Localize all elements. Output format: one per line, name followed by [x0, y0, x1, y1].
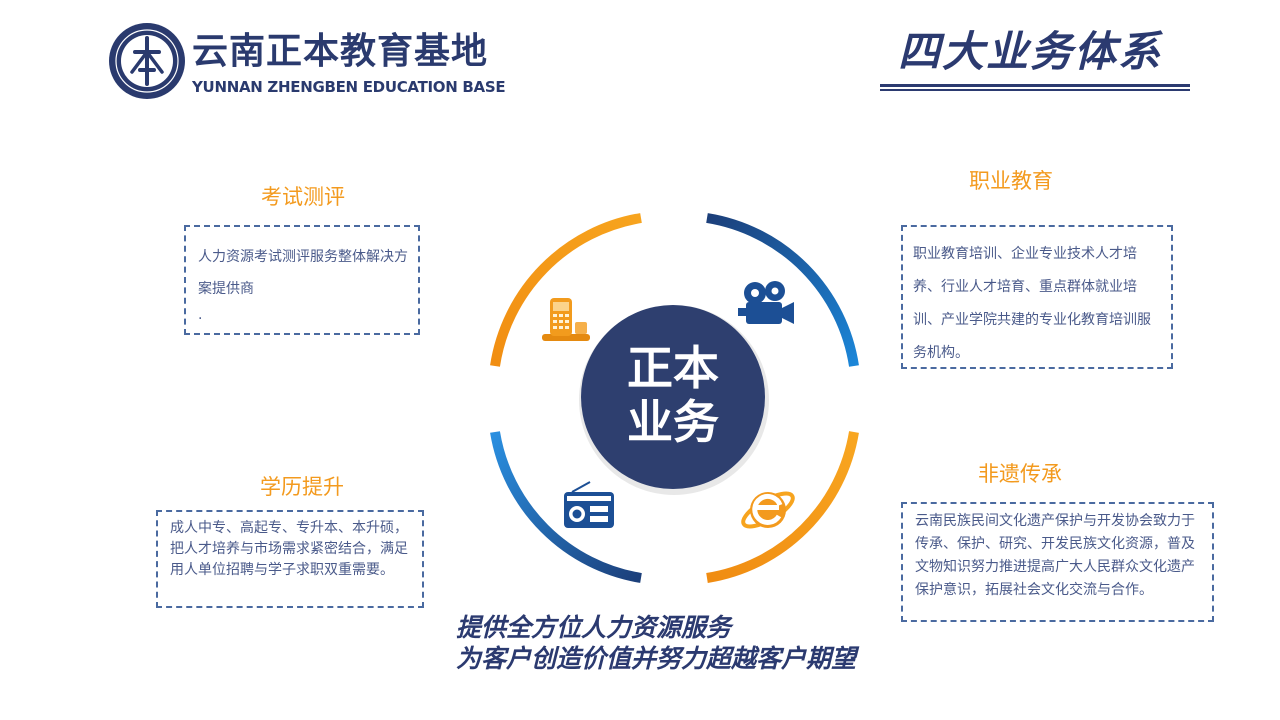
exam-arc — [490, 213, 642, 367]
exam-description-box: 人力资源考试测评服务整体解决方案提供商 . — [184, 225, 420, 335]
logo-seal-icon — [109, 23, 185, 99]
logo: 云南正本教育基地 YUNNAN ZHENGBEN EDUCATION BASE — [108, 22, 508, 102]
degree-arc — [490, 431, 642, 583]
degree-description: 成人中专、高起专、专升本、本升硕，把人才培养与市场需求紧密结合，满足用人单位招聘… — [170, 520, 408, 578]
heritage-heading: 非遗传承 — [978, 462, 1062, 486]
title-underline — [880, 84, 1190, 87]
page-title: 四大业务体系 — [898, 27, 1163, 76]
radio-icon — [564, 481, 614, 528]
exam-dot: . — [198, 307, 203, 323]
center-label-line2: 业务 — [627, 395, 719, 449]
vocational-arc — [706, 213, 859, 367]
vocational-description: 职业教育培训、企业专业技术人才培养、行业人才培育、重点群体就业培训、产业学院共建… — [913, 246, 1151, 361]
degree-heading: 学历提升 — [260, 475, 344, 499]
vocational-description-box: 职业教育培训、企业专业技术人才培养、行业人才培育、重点群体就业培训、产业学院共建… — [901, 225, 1173, 369]
degree-description-box: 成人中专、高起专、专升本、本升硕，把人才培养与市场需求紧密结合，满足用人单位招聘… — [156, 510, 424, 608]
center-label-line1: 正本 — [627, 341, 719, 395]
heritage-description-box: 云南民族民间文化遗产保护与开发协会致力于传承、保护、研究、开发民族文化资源，普及… — [901, 502, 1214, 622]
slogan-line1: 提供全方位人力资源服务 — [456, 613, 732, 642]
logo-english-name: YUNNAN ZHENGBEN EDUCATION BASE — [192, 78, 506, 96]
exam-heading: 考试测评 — [261, 185, 345, 209]
slogan-line2: 为客户创造价值并努力超越客户期望 — [456, 644, 857, 673]
logo-chinese-name: 云南正本教育基地 — [192, 31, 489, 72]
exam-description: 人力资源考试测评服务整体解决方案提供商 — [198, 249, 408, 297]
slogan: 提供全方位人力资源服务 为客户创造价值并努力超越客户期望 — [456, 612, 856, 674]
heritage-arc — [706, 431, 859, 583]
center-circle — [581, 305, 765, 489]
internet-explorer-icon — [741, 491, 795, 529]
film-camera-icon — [738, 281, 794, 324]
vocational-heading: 职业教育 — [969, 169, 1053, 193]
business-ring-diagram: 正本 业务 — [490, 213, 859, 583]
phone-icon — [542, 298, 590, 341]
heritage-description: 云南民族民间文化遗产保护与开发协会致力于传承、保护、研究、开发民族文化资源，普及… — [915, 513, 1195, 598]
title-underline-secondary — [880, 89, 1190, 91]
